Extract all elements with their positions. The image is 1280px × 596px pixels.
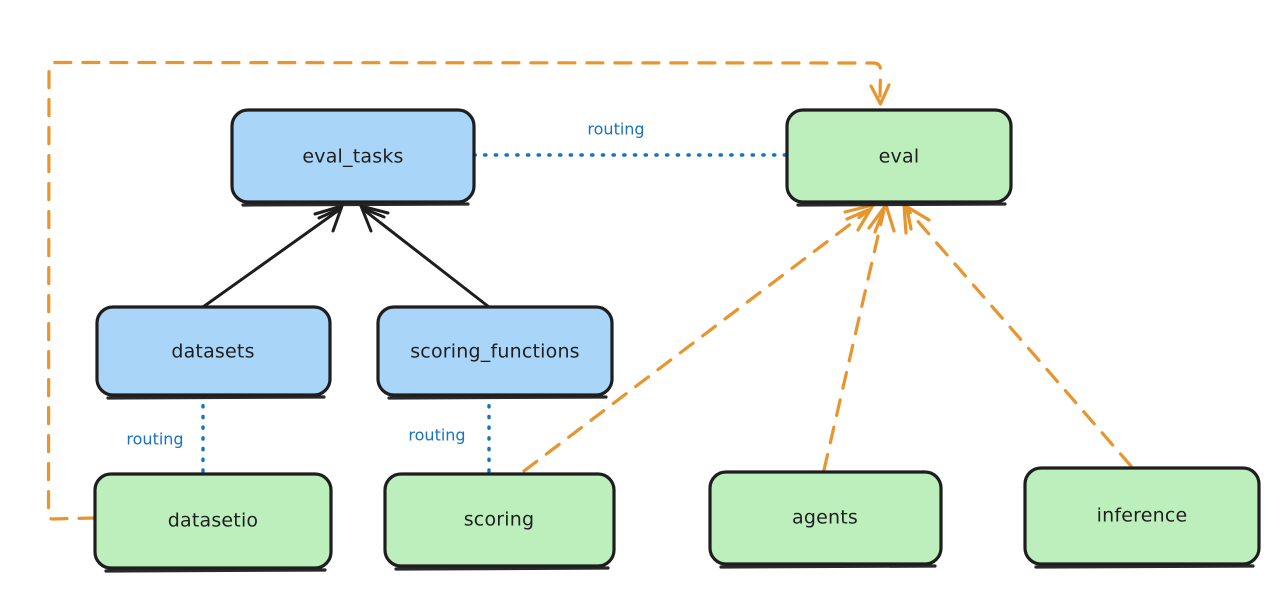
edge-path-scoring-functions-eval-tasks [362, 208, 491, 309]
node-eval-label: eval [879, 146, 920, 168]
edge-layer: routing routing routing [46, 60, 1133, 521]
edge-inference-to-eval [902, 203, 1133, 468]
edge-datasetio-to-eval [46, 60, 891, 521]
edge-label-routing-eval-tasks: routing [587, 120, 644, 139]
node-agents-label: agents [792, 507, 858, 529]
arrowhead-datasets-eval-tasks-tick [317, 206, 343, 220]
node-scoring-functions[interactable]: scoring_functions [376, 305, 614, 400]
edge-agents-to-eval [822, 203, 896, 472]
edge-path-datasets-eval-tasks [201, 208, 341, 309]
node-inference-label: inference [1097, 505, 1188, 527]
node-eval-tasks-box[interactable] [230, 108, 476, 204]
node-eval[interactable]: eval [785, 108, 1013, 207]
node-datasets-shadow [106, 395, 326, 400]
node-datasetio-shadow [104, 568, 327, 573]
arrowhead-scoring-eval-tick [845, 208, 870, 221]
node-datasets-box[interactable] [95, 305, 332, 397]
arrowhead-scoring-functions-eval-tasks-tick [360, 206, 386, 219]
node-datasets[interactable]: datasets [95, 305, 332, 400]
edge-path-datasetio-eval [46, 60, 883, 521]
node-eval-tasks-shadow [241, 202, 470, 207]
node-datasetio-label: datasetio [168, 510, 259, 532]
node-scoring-shadow [394, 566, 610, 571]
edge-path-agents-eval [822, 208, 886, 472]
node-scoring-functions-box[interactable] [376, 305, 614, 397]
node-eval-tasks-label: eval_tasks [302, 146, 403, 168]
edge-scoring-functions-to-scoring: routing [408, 393, 491, 476]
arrowhead-datasetio-eval [869, 83, 891, 106]
node-inference[interactable]: inference [1023, 466, 1261, 569]
node-agents-box[interactable] [708, 470, 943, 566]
arrowhead-inference-eval-tick [905, 207, 913, 231]
node-scoring-label: scoring [464, 509, 535, 531]
node-datasets-label: datasets [171, 341, 254, 363]
node-datasetio-box[interactable] [93, 472, 333, 570]
node-eval-box[interactable] [785, 108, 1013, 204]
node-datasetio[interactable]: datasetio [93, 472, 333, 573]
node-eval-tasks[interactable]: eval_tasks [230, 108, 476, 207]
edge-datasets-to-datasetio: routing [126, 393, 205, 476]
node-inference-shadow [1034, 564, 1255, 569]
node-scoring-box[interactable] [383, 472, 616, 568]
node-agents[interactable]: agents [708, 470, 943, 569]
edge-eval-tasks-to-eval: routing [472, 120, 789, 157]
node-inference-box[interactable] [1023, 466, 1261, 566]
node-scoring-functions-label: scoring_functions [410, 341, 580, 363]
node-eval-shadow [796, 202, 1007, 207]
node-scoring[interactable]: scoring [383, 472, 616, 571]
edge-label-routing-datasets: routing [126, 430, 183, 449]
node-layer: eval_tasks eval datasets scoring_functio… [93, 108, 1261, 573]
edge-label-routing-scoring-functions: routing [408, 426, 465, 445]
node-scoring-functions-shadow [387, 395, 608, 400]
edge-path-inference-eval [906, 208, 1133, 468]
arrowhead-agents-eval-tick [873, 207, 886, 234]
edge-scoring-functions-to-eval-tasks [359, 204, 491, 309]
node-agents-shadow [719, 564, 937, 569]
edge-path-scoring-eval [522, 208, 871, 473]
edge-datasets-to-eval-tasks [201, 204, 344, 309]
